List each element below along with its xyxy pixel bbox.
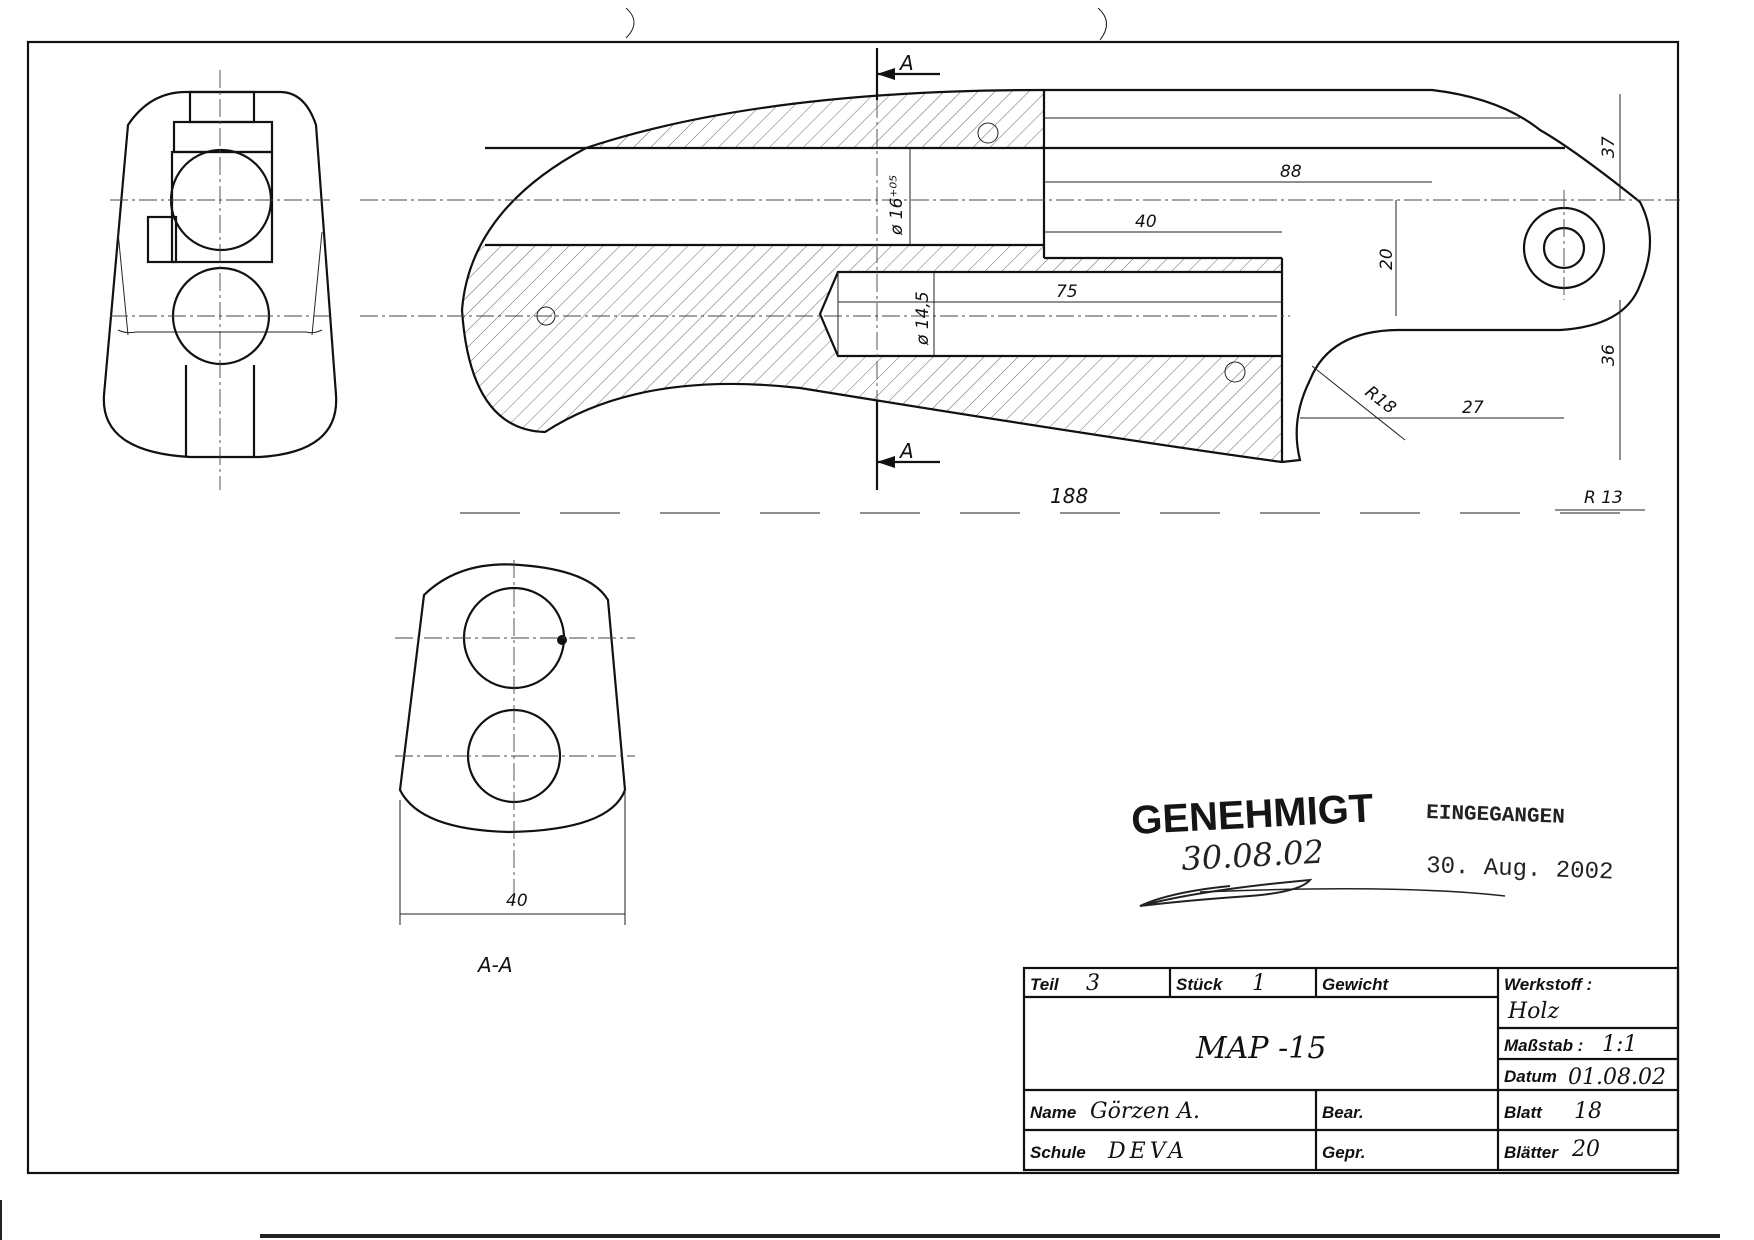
side-section-view: A A ø 16⁺⁰⁵ ø 14,5 88 40 75 20 37 36 R18…: [360, 48, 1680, 514]
dim-37: 37: [1599, 136, 1619, 158]
dim-75: 75: [1056, 282, 1078, 302]
cut-label-bottom: A: [898, 439, 914, 463]
blatt-value: 18: [1574, 1099, 1602, 1124]
approval-stamp: GENEHMIGT 30.08.02 EINGEGANGEN 30. Aug. …: [1130, 786, 1614, 907]
stamp-approved: GENEHMIGT: [1130, 786, 1374, 843]
name-label: Name: [1030, 1103, 1076, 1122]
massstab-label: Maßstab :: [1504, 1036, 1583, 1055]
datum-label: Datum: [1504, 1067, 1557, 1086]
stamp-approved-date: 30.08.02: [1180, 833, 1324, 878]
teil-label: Teil: [1030, 975, 1060, 994]
dim-27: 27: [1462, 398, 1484, 418]
dim-section-width: 40: [506, 891, 528, 911]
dim-88: 88: [1280, 162, 1302, 182]
dim-r18: R18: [1361, 382, 1400, 418]
bear-label: Bear.: [1322, 1103, 1364, 1122]
punch-hole-mark-right: [1097, 7, 1107, 41]
gepr-label: Gepr.: [1322, 1143, 1365, 1162]
dim-188: 188: [1050, 484, 1088, 508]
blaetter-value: 20: [1571, 1137, 1600, 1162]
section-view-label: A-A: [476, 953, 513, 977]
drawing-frame: [26, 40, 1680, 1175]
blatt-label: Blatt: [1504, 1103, 1543, 1122]
stamp-received: EINGEGANGEN: [1426, 802, 1565, 830]
gewicht-label: Gewicht: [1322, 975, 1389, 994]
title-block: Teil 3 Stück 1 Gewicht MAP -15 Werkstoff…: [1022, 966, 1680, 1172]
dim-bore-upper: ø 16⁺⁰⁵: [887, 175, 907, 236]
stueck-label: Stück: [1176, 975, 1224, 994]
dim-40: 40: [1135, 212, 1157, 232]
stamp-received-date: 30. Aug. 2002: [1426, 853, 1614, 887]
schule-label: Schule: [1030, 1143, 1086, 1162]
signature: [1139, 878, 1313, 907]
teil-value: 3: [1086, 971, 1100, 996]
werkstoff-label: Werkstoff :: [1504, 975, 1592, 994]
punch-hole-mark-left: [625, 7, 635, 39]
schule-value: DEVA: [1107, 1139, 1188, 1164]
werkstoff-value: Holz: [1507, 999, 1559, 1024]
section-a-a-view: 40 A-A: [395, 560, 635, 977]
drawing-title: MAP -15: [1195, 1031, 1326, 1066]
dim-bore-lower: ø 14,5: [913, 291, 933, 346]
dim-36: 36: [1599, 344, 1619, 366]
stueck-value: 1: [1252, 971, 1266, 996]
dim-20: 20: [1377, 248, 1397, 270]
part-outline: [460, 88, 1652, 464]
massstab-value: 1:1: [1602, 1032, 1637, 1057]
blaetter-label: Blätter: [1504, 1143, 1559, 1162]
cut-label-top: A: [898, 51, 914, 75]
name-value: Görzen A.: [1090, 1099, 1200, 1124]
dim-r13: R 13: [1584, 488, 1623, 508]
datum-value: 01.08.02: [1568, 1065, 1666, 1090]
end-view: [102, 70, 338, 490]
